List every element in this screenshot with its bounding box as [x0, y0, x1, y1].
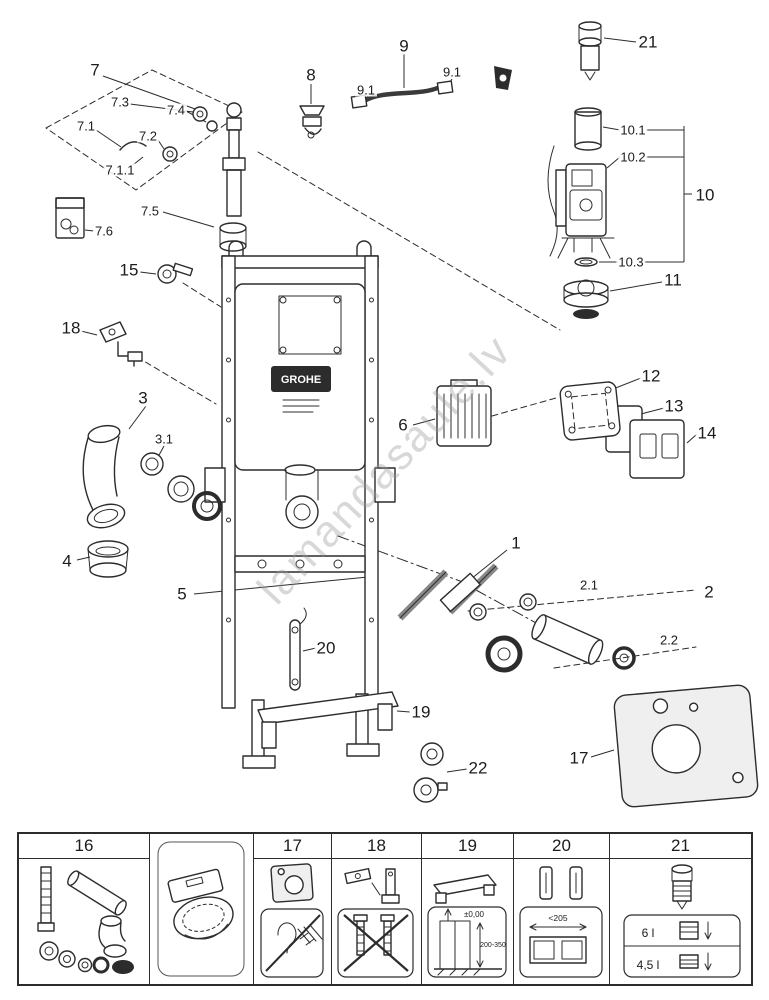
callout-21: 21: [636, 32, 660, 52]
callout-10: 10: [693, 185, 717, 205]
callout-9: 9: [397, 36, 411, 56]
callout-22: 22: [466, 758, 490, 778]
table-col-16: 16: [19, 834, 149, 984]
col-20-header: 20: [514, 834, 609, 859]
callout-20: 20: [314, 638, 338, 658]
eco-flush-label: 4,5 l: [637, 958, 660, 972]
col-18-header: 18: [332, 834, 421, 859]
part-20-rod: [289, 607, 307, 691]
callout-9-1b: 9.1: [440, 64, 464, 80]
callout-8: 8: [304, 65, 318, 85]
callout-2-1: 2.1: [577, 577, 601, 593]
max-width-label: <205: [548, 913, 567, 923]
callout-13: 13: [662, 396, 686, 416]
callout-17: 17: [567, 748, 591, 768]
part-12-mounting-plate: [559, 381, 621, 441]
part-7-fill-valve-group: [45, 69, 247, 252]
part-9-hose: [350, 66, 512, 109]
part-15-anchor: [157, 262, 194, 284]
grohe-logo: GROHE: [281, 374, 321, 386]
callout-7-2: 7.2: [136, 128, 160, 144]
col-18-bracket-icon: [337, 867, 414, 978]
toilet-icon: [157, 841, 245, 977]
part-3-elbow: [82, 424, 222, 529]
part-2-set: [485, 614, 636, 673]
callout-3-1: 3.1: [152, 431, 176, 447]
callout-9-1a: 9.1: [354, 82, 378, 98]
callout-7-4: 7.4: [164, 102, 188, 118]
cistern: GROHE: [234, 283, 366, 529]
callout-7: 7: [88, 60, 102, 80]
col-20-rods-icon: <205: [519, 866, 603, 978]
col-16-header: 16: [19, 834, 149, 859]
leader-lines: [76, 37, 698, 773]
callout-5: 5: [175, 584, 189, 604]
callout-10-3: 10.3: [616, 254, 646, 270]
table-col-19: 19 ±0,00 200-350: [421, 834, 513, 984]
callout-2-2: 2.2: [657, 632, 681, 648]
table-col-17: 17: [253, 834, 331, 984]
callout-7-6: 7.6: [92, 223, 116, 239]
part-10-flush-valve: [547, 107, 615, 267]
col-19-support-icon: ±0,00 200-350: [427, 874, 507, 978]
part-11-flange: [563, 279, 609, 319]
construction-lines: [136, 151, 697, 669]
table-col-18: 18: [331, 834, 421, 984]
table-col-toilet: [149, 834, 253, 984]
part-8-bracket: [299, 105, 325, 139]
exploded-diagram: GROHE: [45, 21, 759, 808]
callout-14: 14: [695, 423, 719, 443]
parts-table: 16: [17, 832, 753, 986]
floor-level-label: ±0,00: [464, 910, 485, 919]
callout-15: 15: [117, 260, 141, 280]
callout-1: 1: [509, 533, 523, 553]
part-17-insulation-mat: [613, 684, 759, 808]
col-21-flush-volume-icon: 6 l 4,5 l: [623, 864, 741, 978]
part-21-flush-pipe: [578, 21, 602, 81]
callout-2: 2: [702, 582, 716, 602]
callout-7-1: 7.1: [74, 118, 98, 134]
part-22-fittings: [413, 742, 448, 803]
callout-4: 4: [60, 551, 74, 571]
full-flush-label: 6 l: [642, 926, 655, 940]
callout-10-2: 10.2: [618, 149, 648, 165]
part-6-module: [436, 379, 492, 447]
col-21-header: 21: [610, 834, 751, 859]
callout-10-1: 10.1: [618, 122, 648, 138]
callout-18: 18: [59, 318, 83, 338]
part-18-bracket: [99, 321, 143, 367]
callout-7-3: 7.3: [108, 94, 132, 110]
col-17-insulation-icon: [260, 863, 324, 978]
part-19-support: [242, 691, 399, 769]
callout-7-5: 7.5: [138, 203, 162, 219]
col-16-fittings-icon: [37, 866, 134, 974]
callout-12: 12: [639, 366, 663, 386]
callout-11: 11: [662, 270, 684, 290]
part-4-cap: [87, 540, 129, 578]
part-14-push-plate: [629, 419, 685, 479]
callout-6: 6: [396, 415, 410, 435]
col-19-header: 19: [422, 834, 513, 859]
callout-19: 19: [409, 702, 433, 722]
callout-7-1-1: 7.1.1: [103, 162, 137, 178]
callout-3: 3: [136, 388, 150, 408]
height-range-label: 200-350: [480, 942, 506, 949]
table-col-20: 20 <205: [513, 834, 609, 984]
table-col-21: 21 6 l 4,5 l: [609, 834, 751, 984]
part-1-screws: [397, 563, 537, 621]
mounting-frame: [204, 240, 396, 709]
col-17-header: 17: [254, 834, 331, 859]
